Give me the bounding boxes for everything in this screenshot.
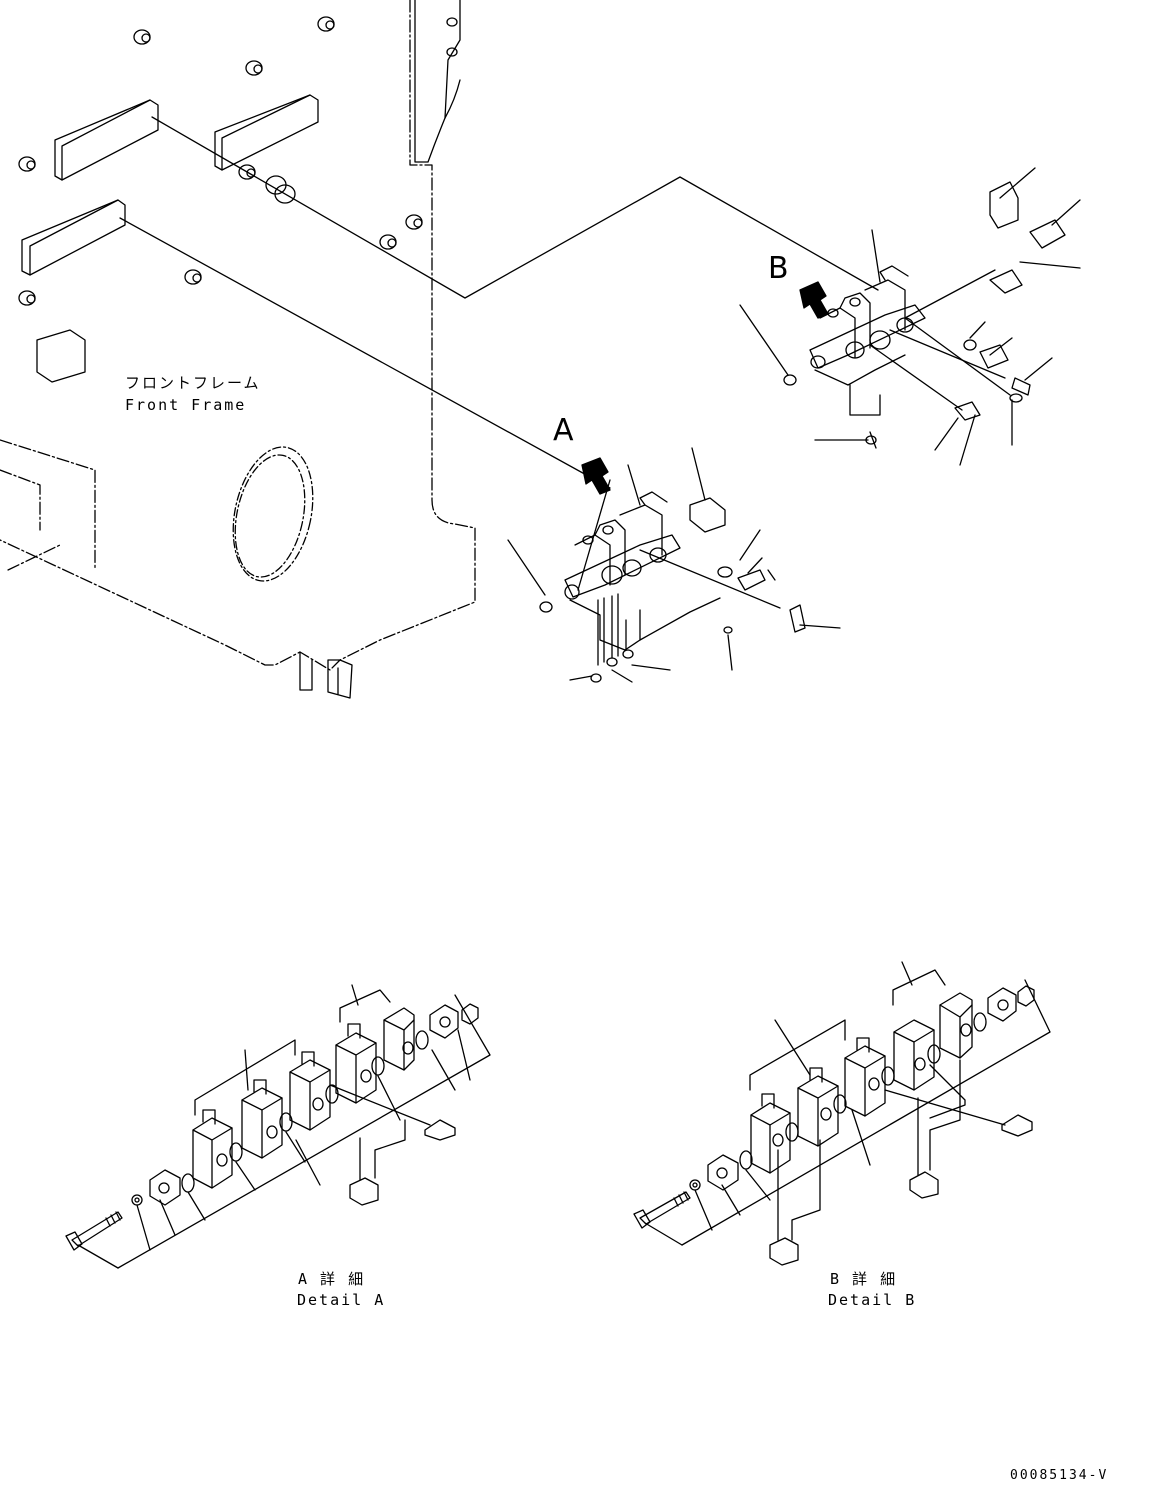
front-frame-edges (299, 0, 461, 699)
arrow-b (799, 281, 829, 319)
valve-assembly-a (539, 491, 806, 683)
detail-b-label-en: Detail B (828, 1291, 917, 1309)
front-frame-label-jp: フロントフレーム (125, 374, 261, 392)
leaders-b (739, 167, 1081, 466)
arrow-a (581, 457, 611, 495)
detail-b-exploded (633, 961, 1051, 1266)
mounting-plates (21, 94, 319, 383)
detail-a-label-en: Detail A (297, 1291, 386, 1309)
valve-assembly-b (783, 181, 1066, 449)
detail-a-label-jp: A 詳 細 (298, 1270, 366, 1288)
grease-lines (119, 116, 1011, 609)
drawing-code: 00085134-V (1010, 1468, 1109, 1483)
detail-a-exploded (65, 984, 491, 1269)
view-b-label: B (768, 251, 789, 286)
front-frame-outline (0, 0, 476, 671)
leaders-a (507, 447, 841, 683)
detail-b-label-jp: B 詳 細 (830, 1270, 898, 1288)
view-a-label: A (553, 413, 574, 448)
frame-bosses (18, 16, 423, 306)
front-frame-label-en: Front Frame (125, 396, 247, 414)
frame-cutout (232, 446, 314, 582)
